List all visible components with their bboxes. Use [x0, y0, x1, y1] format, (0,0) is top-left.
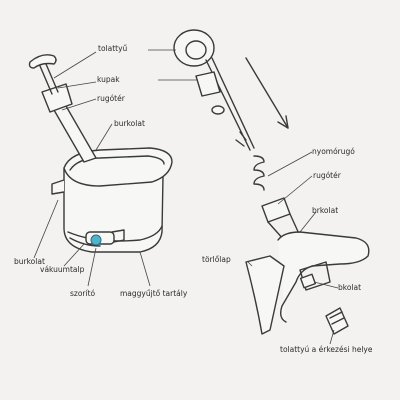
container-body: [63, 167, 164, 253]
plunger-rod: [39, 63, 59, 95]
plunger-handle: [28, 54, 57, 69]
label-rugoter-right: rugótér: [313, 171, 341, 180]
right-assembly: [245, 151, 370, 345]
left-leaders: [33, 51, 151, 287]
label-burkolat-left: burkolat: [14, 257, 45, 266]
pump-tube: [53, 105, 97, 163]
direction-arrowhead: [277, 115, 289, 129]
container-side-knob: [51, 179, 65, 195]
label-torlolap: törlőlap: [202, 255, 231, 264]
direction-arrow: [245, 57, 289, 129]
cap-disk-inner: [185, 40, 207, 60]
label-kupak: kupak: [97, 75, 120, 84]
left-assembly: [28, 51, 173, 287]
spring-collar: [41, 83, 73, 113]
clamp-accent: [90, 234, 102, 246]
wiper-plate: [245, 255, 285, 335]
label-vakuumtalp: vákuumtalp: [40, 265, 85, 274]
clamp-lever: [111, 229, 125, 243]
label-tolattyu: tolattyű: [98, 44, 128, 53]
label-bkolat: bkolat: [338, 283, 362, 292]
exploded-ring: [211, 105, 225, 115]
label-maggyujto: maggyűjtő tartály: [120, 289, 188, 298]
vacuum-base: [69, 237, 101, 247]
cap-cylinder: [195, 71, 221, 97]
exploded-tip: [235, 131, 247, 147]
right-body: [277, 231, 370, 323]
label-brkolat: brkolat: [312, 206, 339, 215]
label-nyomorugo: nyomórugó: [312, 147, 355, 156]
label-tolattyu-helye: tolattyú a érkezési helye: [280, 345, 373, 354]
label-szorito: szorító: [70, 289, 96, 298]
cap-disk: [173, 29, 215, 67]
right-leaders: [247, 151, 339, 345]
label-burkolat-top: burkolat: [114, 119, 145, 128]
label-rugoter-left: rugótér: [97, 94, 125, 103]
container-base-edge: [67, 225, 163, 242]
slider-piece: [299, 273, 317, 289]
exploded-parts: [148, 29, 289, 191]
exploded-spring: [253, 155, 265, 191]
container-lip: [69, 155, 165, 171]
right-neck: [261, 197, 291, 223]
lower-tab-detail: [329, 311, 345, 325]
